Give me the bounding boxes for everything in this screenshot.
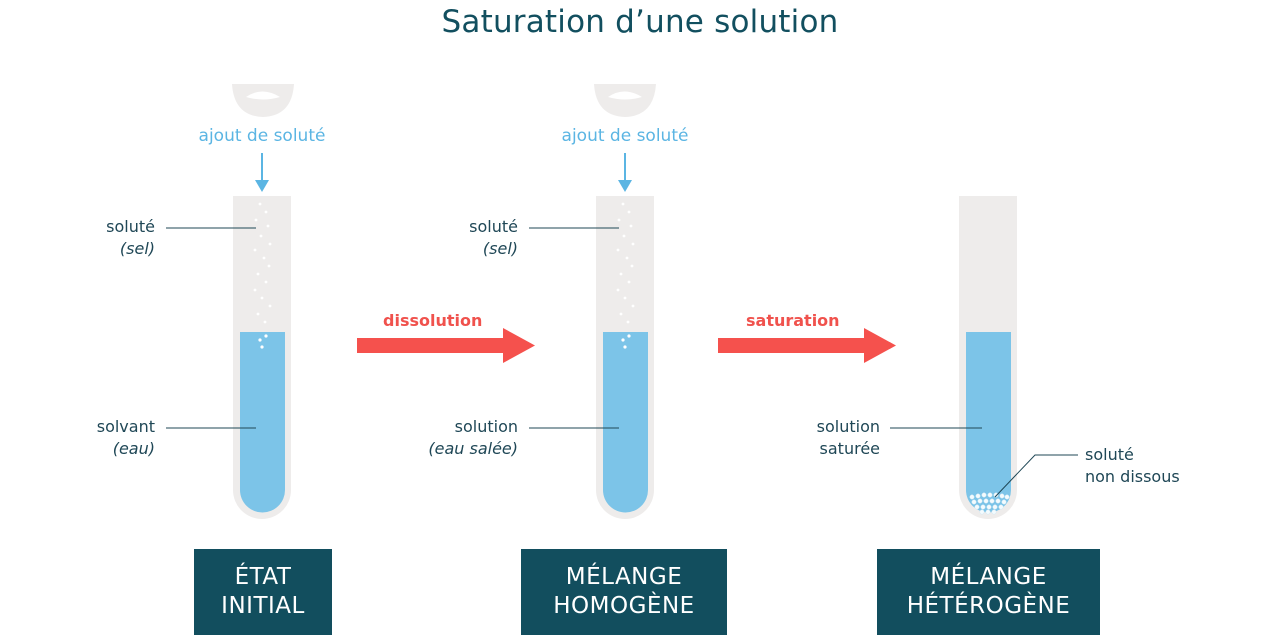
solute-label-2: soluté (sel): [400, 216, 518, 260]
add-arrow-2: [618, 153, 632, 192]
test-tube-2: [596, 196, 654, 519]
stage-box-line: MÉLANGE: [930, 564, 1047, 590]
transition-label-2: saturation: [746, 311, 840, 330]
undissolved-solute-pile: [969, 492, 1010, 515]
solute-label-text: soluté: [106, 217, 155, 236]
stage-box-line: HÉTÉROGÈNE: [906, 593, 1071, 619]
solute-sub-label: (sel): [119, 239, 155, 258]
solvent-label-text: solvant: [96, 417, 155, 436]
add-solute-label-1: ajout de soluté: [198, 126, 326, 146]
transition-label-1: dissolution: [383, 311, 483, 330]
solute-sub-label: (sel): [482, 239, 518, 258]
solution-label-text: solution: [454, 417, 518, 436]
test-tube-1: [233, 196, 291, 519]
solvent-label: solvant (eau): [40, 416, 155, 460]
stage-box-line: HOMOGÈNE: [553, 593, 695, 619]
spoon-icon-1: [232, 84, 294, 117]
saturated-solution-sub: saturée: [819, 439, 880, 458]
test-tube-3: [959, 196, 1017, 519]
solution-sub-label: (eau salée): [428, 439, 518, 458]
stage-box-initial: ÉTAT INITIAL: [194, 549, 332, 635]
stage-box-line: ÉTAT: [234, 564, 292, 590]
saturated-solution-label: solution saturée: [760, 416, 880, 460]
spoon-icon-2: [594, 84, 656, 117]
add-solute-label-2: ajout de soluté: [561, 126, 689, 146]
undissolved-solute-sub: non dissous: [1085, 467, 1180, 486]
solvent-sub-label: (eau): [112, 439, 155, 458]
solute-label-1: soluté (sel): [40, 216, 155, 260]
stage-box-heterogeneous: MÉLANGE HÉTÉROGÈNE: [877, 549, 1100, 635]
undissolved-solute-text: soluté: [1085, 445, 1134, 464]
transition-arrow-2: [718, 328, 896, 363]
solute-label-text: soluté: [469, 217, 518, 236]
add-arrow-1: [255, 153, 269, 192]
page-title: Saturation d’une solution: [441, 4, 839, 40]
stage-box-line: INITIAL: [221, 593, 305, 619]
transition-arrow-1: [357, 328, 535, 363]
solution-label: solution (eau salée): [400, 416, 518, 460]
saturated-solution-text: solution: [816, 417, 880, 436]
stage-box-line: MÉLANGE: [565, 564, 683, 590]
stage-box-homogeneous: MÉLANGE HOMOGÈNE: [521, 549, 727, 635]
undissolved-solute-label: soluté non dissous: [1085, 444, 1180, 488]
leader-line: [994, 454, 1078, 498]
